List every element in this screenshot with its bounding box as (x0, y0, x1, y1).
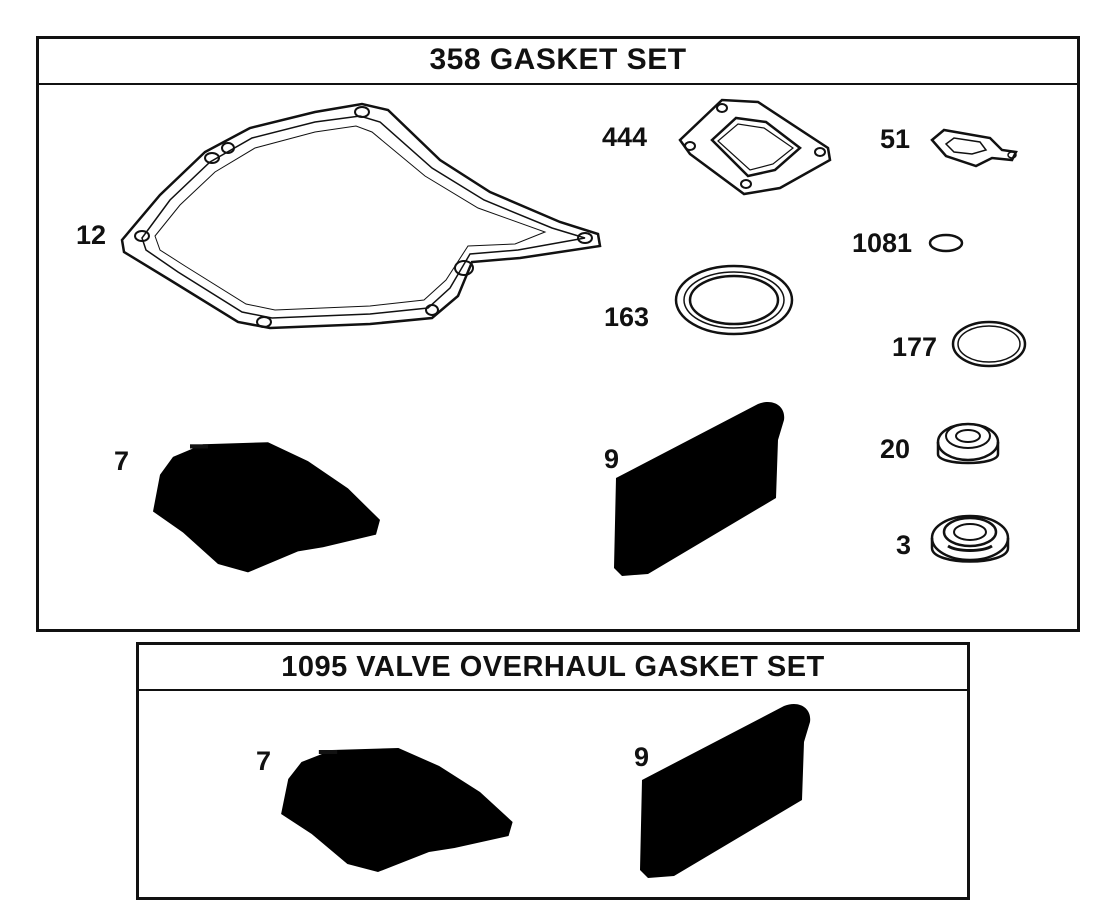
exhaust-gasket (930, 128, 1018, 168)
part-label-444: 444 (602, 122, 648, 152)
overhaul-part-label-9: 9 (634, 742, 650, 772)
overhaul-valve-cover-gasket (640, 703, 811, 878)
part-label-3: 3 (896, 530, 912, 560)
valve-cover-gasket (614, 401, 785, 576)
ring-seal (951, 320, 1027, 368)
sump-gasket (120, 102, 602, 330)
large-ring-gasket (674, 264, 794, 336)
part-label-7: 7 (114, 446, 130, 476)
part-label-177: 177 (892, 332, 938, 362)
valve-overhaul-gasket-set-title: 1095 VALVE OVERHAUL GASKET SET (139, 645, 967, 691)
part-label-9: 9 (604, 444, 620, 474)
part-label-163: 163 (604, 302, 650, 332)
gasket-set-title: 358 GASKET SET (39, 39, 1077, 85)
valve-overhaul-gasket-set-panel: 1095 VALVE OVERHAUL GASKET SET (136, 642, 970, 900)
cylinder-head-gasket (153, 442, 380, 573)
small-oil-seal (936, 422, 1000, 465)
large-oil-seal (930, 514, 1010, 563)
overhaul-part-label-7: 7 (256, 746, 272, 776)
part-label-20: 20 (880, 434, 911, 464)
part-label-12: 12 (76, 220, 107, 250)
part-label-51: 51 (880, 124, 911, 154)
intake-gasket (678, 98, 832, 196)
small-o-ring (928, 233, 964, 253)
part-label-1081: 1081 (852, 228, 913, 258)
overhaul-cylinder-head-gasket (281, 748, 513, 872)
